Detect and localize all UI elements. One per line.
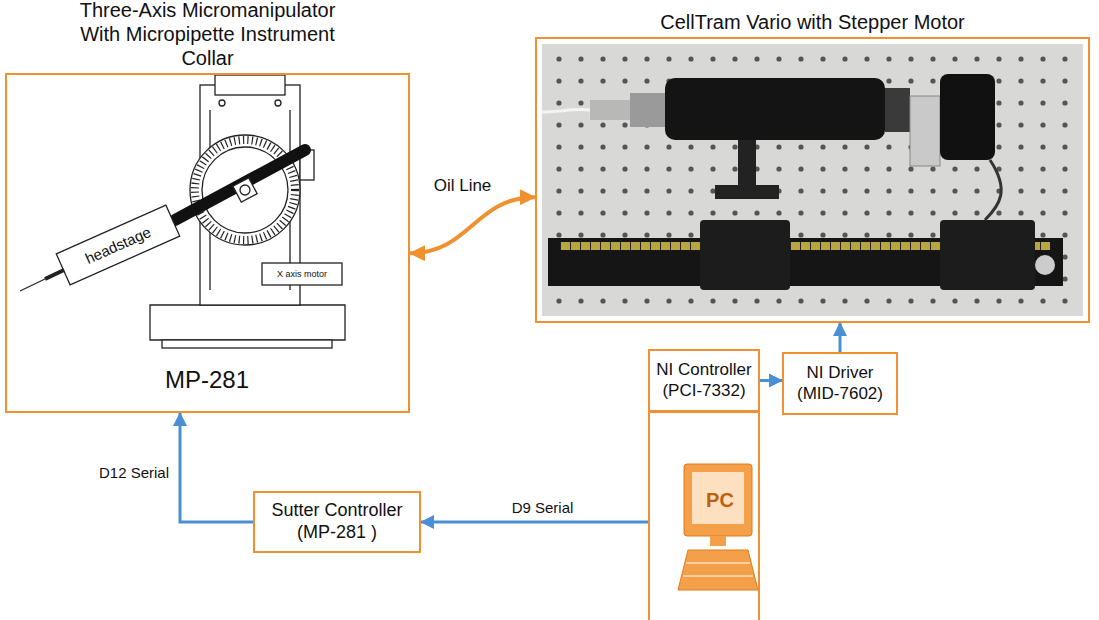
connector-arrow: [760, 379, 782, 382]
part-label: X axis motor: [277, 269, 327, 279]
connector-label: D9 Serial: [509, 499, 577, 517]
node-label: MP-281: [165, 366, 249, 394]
connector-label: D12 Serial: [96, 464, 172, 482]
controller-box: NI Controller (PCI-7332): [648, 349, 760, 412]
connector-arrow: [180, 413, 253, 522]
celltram-photo: [542, 44, 1083, 316]
node-label: NI Driver (MID-7602): [788, 363, 892, 404]
part-label: headstage: [83, 223, 154, 267]
connector-arrow: [421, 521, 648, 524]
micromanipulator-drawing: [20, 75, 345, 348]
node-heading: Three-Axis Micromanipulator With Micropi…: [73, 0, 343, 70]
node-label: NI Controller (PCI-7332): [654, 360, 754, 401]
driver-box: NI Driver (MID-7602): [782, 352, 898, 415]
celltram-box: CellTram Vario with Stepper Motor: [535, 37, 1090, 323]
node-label: Sutter Controller (MP-281 ): [259, 500, 415, 543]
controller-box: Sutter Controller (MP-281 ): [253, 491, 421, 553]
pc-box: PC: [648, 411, 760, 620]
node-label: PC: [706, 489, 734, 512]
connector-label: Oil Line: [431, 176, 495, 196]
connector-arrow: [839, 323, 842, 352]
connector-arrow: [410, 197, 535, 253]
node-heading: CellTram Vario with Stepper Motor: [563, 10, 1063, 34]
manipulator-box: Three-Axis Micromanipulator With Micropi…: [5, 73, 410, 413]
pc-icon: [678, 464, 758, 590]
